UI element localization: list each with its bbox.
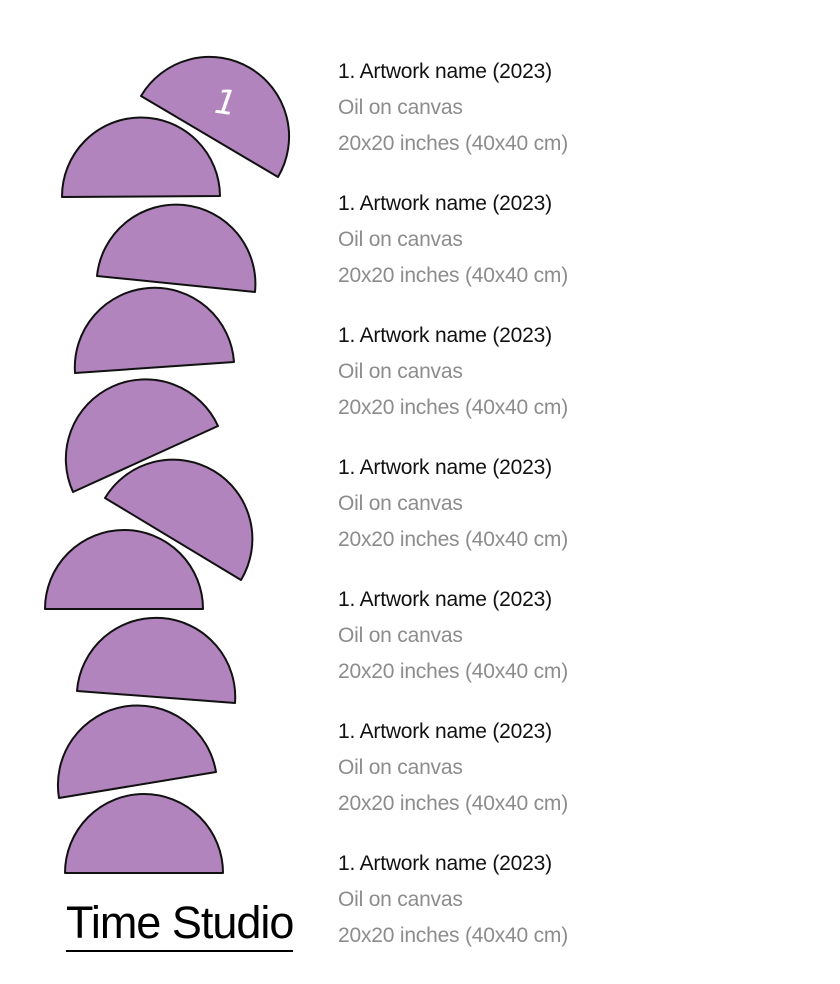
half-disc-shape — [96, 203, 257, 293]
artwork-size: 20x20 inches (40x40 cm) — [338, 660, 569, 683]
half-disc-shape — [73, 286, 235, 374]
artwork-size: 20x20 inches (40x40 cm) — [338, 528, 569, 551]
artwork-title: 1. Artwork name (2023) — [338, 456, 552, 479]
artwork-item: 1. Artwork name (2023) Oil on canvas 20x… — [338, 318, 818, 450]
half-disc-shape — [76, 616, 237, 704]
half-disc-shape — [44, 529, 204, 610]
artwork-title: 1. Artwork name (2023) — [338, 720, 552, 743]
stacked-semicircles-artwork: 1 — [44, 55, 291, 874]
artwork-title: 1. Artwork name (2023) — [338, 588, 552, 611]
artwork-medium: Oil on canvas — [338, 360, 463, 383]
artwork-list: 1. Artwork name (2023) Oil on canvas 20x… — [338, 54, 818, 978]
studio-title: Time Studio — [66, 896, 294, 952]
half-disc-shape — [104, 458, 254, 581]
artwork-size: 20x20 inches (40x40 cm) — [338, 264, 569, 287]
artwork-item: 1. Artwork name (2023) Oil on canvas 20x… — [338, 582, 818, 714]
artwork-size: 20x20 inches (40x40 cm) — [338, 924, 569, 947]
artwork-size: 20x20 inches (40x40 cm) — [338, 792, 569, 815]
artwork-medium: Oil on canvas — [338, 228, 463, 251]
artwork-item: 1. Artwork name (2023) Oil on canvas 20x… — [338, 714, 818, 846]
artwork-medium: Oil on canvas — [338, 492, 463, 515]
artwork-title: 1. Artwork name (2023) — [338, 852, 552, 875]
artwork-title: 1. Artwork name (2023) — [338, 60, 552, 83]
artwork-medium: Oil on canvas — [338, 756, 463, 779]
artwork-item: 1. Artwork name (2023) Oil on canvas 20x… — [338, 846, 818, 978]
artwork-size: 20x20 inches (40x40 cm) — [338, 396, 569, 419]
artwork-item: 1. Artwork name (2023) Oil on canvas 20x… — [338, 450, 818, 582]
half-disc-shape — [56, 704, 217, 799]
artwork-item: 1. Artwork name (2023) Oil on canvas 20x… — [338, 54, 818, 186]
artwork-title: 1. Artwork name (2023) — [338, 192, 552, 215]
half-disc-shape — [64, 378, 219, 493]
artwork-medium: Oil on canvas — [338, 888, 463, 911]
artwork-item: 1. Artwork name (2023) Oil on canvas 20x… — [338, 186, 818, 318]
artwork-size: 20x20 inches (40x40 cm) — [338, 132, 569, 155]
artwork-medium: Oil on canvas — [338, 96, 463, 119]
artwork-title: 1. Artwork name (2023) — [338, 324, 552, 347]
half-disc-shape — [64, 793, 224, 874]
half-disc-shape — [140, 55, 291, 178]
artwork-medium: Oil on canvas — [338, 624, 463, 647]
half-disc-shape — [60, 116, 221, 198]
